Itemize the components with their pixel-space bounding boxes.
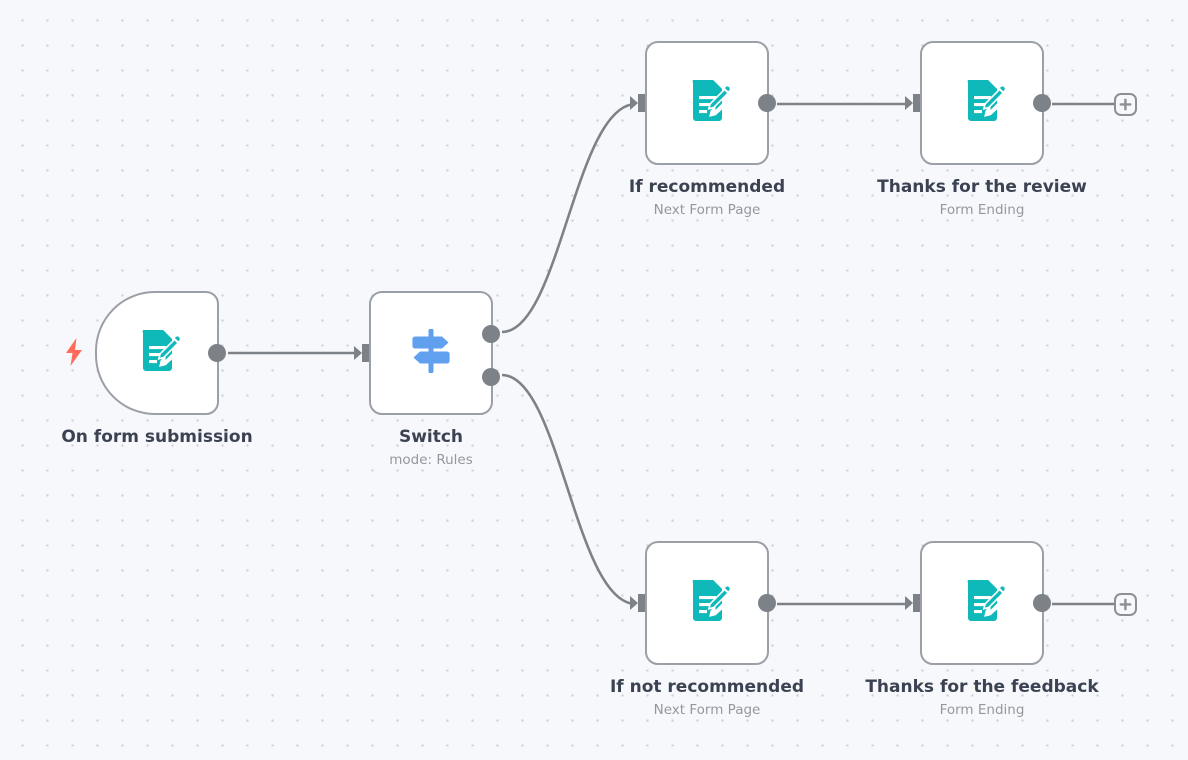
node-thanks-for-the-review[interactable] (905, 41, 1051, 165)
node-on-form-submission[interactable] (95, 291, 226, 415)
node-title: If recommended (628, 177, 786, 197)
input-port[interactable] (630, 93, 646, 113)
node-title: Thanks for the feedback (865, 677, 1099, 697)
input-port[interactable] (630, 593, 646, 613)
form-pencil-icon (680, 574, 734, 632)
add-node-button-top[interactable] (1114, 93, 1137, 116)
node-label-if-not-recommended: If not recommended Next Form Page (587, 676, 827, 720)
node-label-thanks-for-the-review: Thanks for the review Form Ending (862, 176, 1102, 220)
input-port[interactable] (354, 343, 370, 363)
output-port-1[interactable] (482, 368, 500, 386)
node-if-recommended[interactable] (630, 41, 776, 165)
node-label-on-form-submission: On form submission (36, 426, 278, 448)
form-pencil-icon (680, 74, 734, 132)
input-port[interactable] (905, 93, 921, 113)
node-subtitle: Next Form Page (653, 702, 761, 718)
output-port[interactable] (208, 344, 226, 362)
trigger-bolt-icon (64, 338, 84, 366)
plus-icon (1119, 98, 1132, 111)
node-title: Switch (398, 427, 464, 447)
edge-switch-to-if-recommended (501, 102, 637, 334)
signpost-icon (405, 325, 457, 381)
add-node-button-bottom[interactable] (1114, 593, 1137, 616)
node-label-if-recommended: If recommended Next Form Page (587, 176, 827, 220)
output-port[interactable] (758, 594, 776, 612)
output-port[interactable] (758, 94, 776, 112)
output-port-0[interactable] (482, 325, 500, 343)
output-port[interactable] (1033, 94, 1051, 112)
node-label-thanks-for-the-feedback: Thanks for the feedback Form Ending (862, 676, 1102, 720)
form-pencil-icon (130, 324, 184, 382)
node-if-not-recommended[interactable] (630, 541, 776, 665)
input-port[interactable] (905, 593, 921, 613)
node-title: On form submission (61, 427, 253, 447)
node-subtitle: Form Ending (939, 202, 1025, 218)
node-subtitle: Form Ending (939, 702, 1025, 718)
output-port[interactable] (1033, 594, 1051, 612)
node-subtitle: Next Form Page (653, 202, 761, 218)
form-pencil-icon (955, 574, 1009, 632)
node-label-switch: Switch mode: Rules (311, 426, 551, 470)
node-thanks-for-the-feedback[interactable] (905, 541, 1051, 665)
node-subtitle: mode: Rules (389, 452, 473, 468)
node-title: If not recommended (609, 677, 805, 697)
edge-switch-to-if-not-recommended (501, 373, 637, 606)
node-switch[interactable] (354, 291, 500, 415)
node-title: Thanks for the review (877, 177, 1087, 197)
form-pencil-icon (955, 74, 1009, 132)
plus-icon (1119, 598, 1132, 611)
